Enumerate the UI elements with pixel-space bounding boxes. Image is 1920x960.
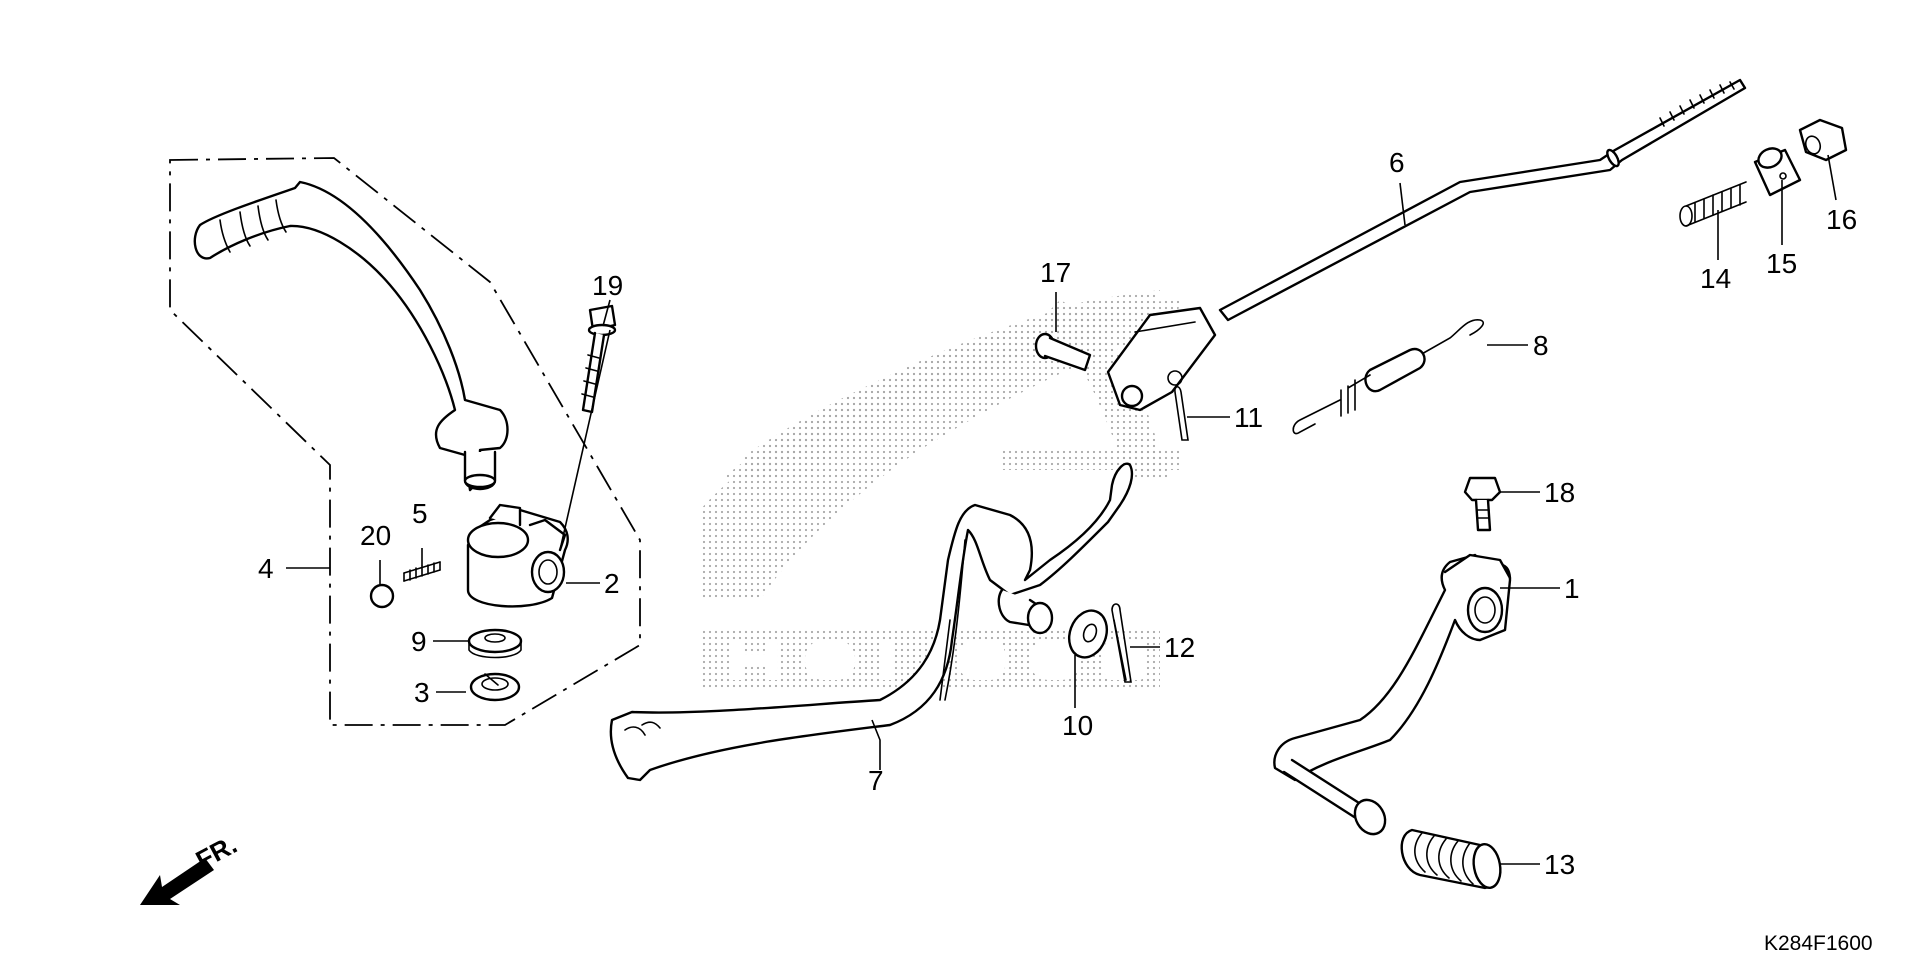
callout-3: 3 <box>414 677 430 708</box>
ball-20 <box>369 583 395 609</box>
diagram-code: K284F1600 <box>1764 932 1873 955</box>
spring-8 <box>1292 319 1485 435</box>
assembly-boundary <box>169 157 641 726</box>
callout-20: 20 <box>360 520 391 551</box>
pedal-rubber-13 <box>1400 828 1502 890</box>
spring-14 <box>1679 181 1747 227</box>
callout-1: 1 <box>1564 573 1580 604</box>
brake-pedal <box>609 462 1134 782</box>
cotter-pin-12 <box>1111 603 1132 683</box>
callout-4: 4 <box>258 553 274 584</box>
brake-rod <box>1218 78 1747 322</box>
callout-15: 15 <box>1766 248 1797 279</box>
callout-13: 13 <box>1544 849 1575 880</box>
gearshift-pedal <box>1273 553 1512 836</box>
callout-8: 8 <box>1533 330 1549 361</box>
pin-17 <box>1034 332 1092 372</box>
callout-6: 6 <box>1389 147 1405 178</box>
leader-lines <box>286 154 1837 865</box>
kick-starter-arm <box>193 180 509 492</box>
callout-18: 18 <box>1544 477 1575 508</box>
callout-16: 16 <box>1826 204 1857 235</box>
front-direction-arrow: FR. <box>140 829 242 905</box>
bolt-18 <box>1463 476 1502 532</box>
washer-10 <box>1067 609 1109 659</box>
kick-boss-part <box>466 503 569 608</box>
callout-2: 2 <box>604 568 620 599</box>
callout-14: 14 <box>1700 263 1731 294</box>
callout-17: 17 <box>1040 257 1071 288</box>
callout-7: 7 <box>868 765 884 796</box>
spring-5 <box>403 561 441 582</box>
bolt-19 <box>581 304 617 414</box>
callout-19: 19 <box>592 270 623 301</box>
callout-9: 9 <box>411 626 427 657</box>
callout-11: 11 <box>1234 402 1263 433</box>
callout-labels: 1 2 3 4 5 6 7 8 9 10 11 12 13 14 15 16 1… <box>258 147 1857 880</box>
washer-9 <box>467 628 523 659</box>
circlip-3 <box>469 672 521 702</box>
nut-16 <box>1798 118 1848 162</box>
collar-15 <box>1753 147 1802 197</box>
callout-10: 10 <box>1062 710 1093 741</box>
callout-5: 5 <box>412 498 428 529</box>
cotter-pin-11 <box>1174 385 1189 441</box>
callout-12: 12 <box>1164 632 1195 663</box>
brake-rod-yoke <box>1106 306 1217 412</box>
